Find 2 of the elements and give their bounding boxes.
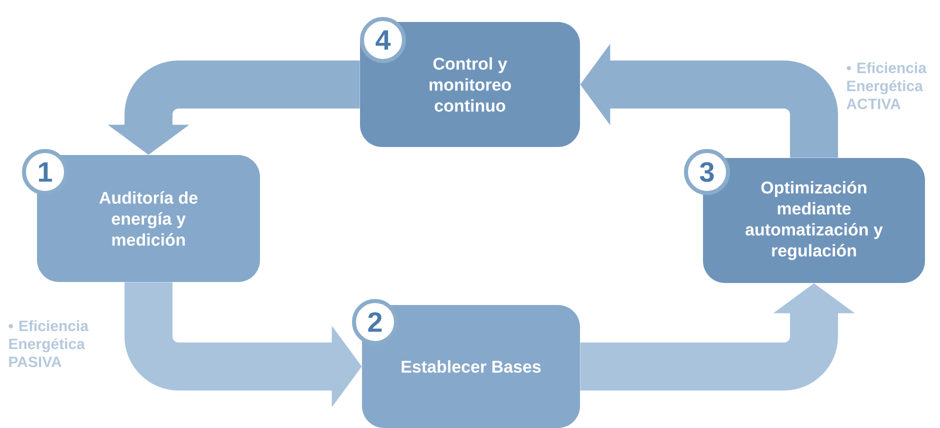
note-text: • Eficiencia Energética PASIVA <box>8 320 89 368</box>
note-text: • Eficiencia Energética ACTIVA <box>846 62 927 110</box>
